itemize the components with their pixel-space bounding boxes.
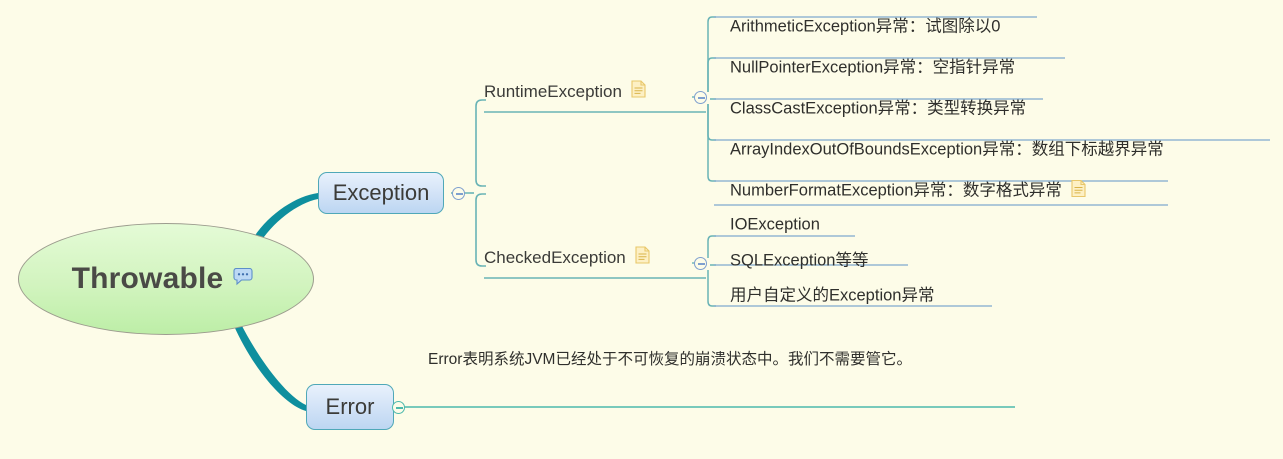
node-runtime-exception-label: RuntimeException xyxy=(484,81,622,101)
leaf-sql-exception[interactable]: SQLException等等 xyxy=(730,252,868,271)
note-icon[interactable] xyxy=(635,246,650,269)
toggle-error-collapse[interactable] xyxy=(392,401,405,414)
leaf-arithmetic-exception[interactable]: ArithmeticException异常：试图除以0 xyxy=(730,18,1001,37)
note-icon[interactable] xyxy=(1071,179,1086,203)
error-description: Error表明系统JVM已经处于不可恢复的崩溃状态中。我们不需要管它。 xyxy=(428,351,912,368)
note-icon[interactable] xyxy=(631,80,646,103)
leaf-bracket-5 xyxy=(707,104,716,182)
leaf-bracket-4 xyxy=(707,104,716,141)
leaf-nullpointer-exception[interactable]: NullPointerException异常：空指针异常 xyxy=(730,59,1015,78)
leaf-arrayindexoutofbounds-exception[interactable]: ArrayIndexOutOfBoundsException异常：数组下标越界异… xyxy=(730,141,1164,160)
leaf-label: NullPointerException异常：空指针异常 xyxy=(730,58,1016,77)
root-label: Throwable xyxy=(71,262,224,295)
leaf-custom-exception[interactable]: 用户自定义的Exception异常 xyxy=(730,287,934,306)
node-exception[interactable]: Exception xyxy=(318,172,444,214)
leaf-bracket-6 xyxy=(707,235,716,258)
leaf-label: NumberFormatException异常：数字格式异常 xyxy=(730,181,1062,200)
leaf-bracket-2 xyxy=(707,57,716,92)
leaf-numberformat-exception[interactable]: NumberFormatException异常：数字格式异常 xyxy=(730,179,1086,203)
leaf-bracket-8 xyxy=(707,270,716,307)
leaf-label: IOException xyxy=(730,215,820,234)
toggle-checked-exception-collapse[interactable] xyxy=(694,257,707,270)
node-checked-exception[interactable]: CheckedException xyxy=(484,246,650,269)
leaf-label: ClassCastException异常：类型转换异常 xyxy=(730,99,1027,118)
root-node-throwable[interactable]: Throwable xyxy=(18,223,314,335)
node-runtime-exception[interactable]: RuntimeException xyxy=(484,80,646,103)
node-error[interactable]: Error xyxy=(306,384,394,430)
leaf-io-exception[interactable]: IOException xyxy=(730,216,820,235)
leaf-label: SQLException等等 xyxy=(730,251,869,270)
node-checked-exception-label: CheckedException xyxy=(484,247,626,267)
toggle-exception-collapse[interactable] xyxy=(452,187,465,200)
comment-bubble-icon[interactable] xyxy=(232,267,254,291)
node-exception-label: Exception xyxy=(332,180,430,205)
leaf-label: ArithmeticException异常：试图除以0 xyxy=(730,17,1001,36)
branch-error-curve xyxy=(234,322,306,411)
leaf-classcast-exception[interactable]: ClassCastException异常：类型转换异常 xyxy=(730,100,1026,119)
leaf-label: 用户自定义的Exception异常 xyxy=(730,286,935,305)
leaf-label: ArrayIndexOutOfBoundsException异常：数组下标越界异… xyxy=(730,140,1164,159)
leaf-bracket-1 xyxy=(707,16,716,92)
toggle-runtime-exception-collapse[interactable] xyxy=(694,91,707,104)
node-error-label: Error xyxy=(325,394,375,419)
bracket-runtime xyxy=(475,99,486,187)
